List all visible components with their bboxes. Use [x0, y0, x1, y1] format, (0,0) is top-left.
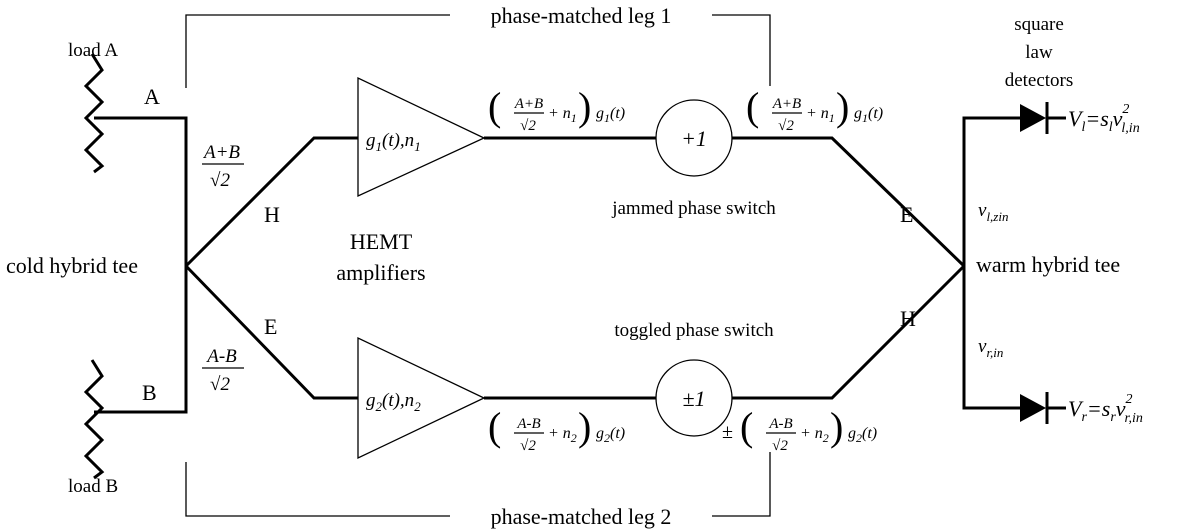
- warm-lower-arm-label: H: [900, 306, 916, 331]
- svg-text:+ n1: + n1: [806, 105, 835, 125]
- jammed-switch-symbol: +1: [681, 126, 707, 151]
- expr-amp1-output: ( A+B √2 + n1 ) g1(t): [488, 84, 625, 134]
- expr-amp2-output: ( A-B √2 + n2 ) g2(t): [488, 404, 625, 454]
- svg-text:+ n2: + n2: [548, 425, 577, 445]
- detector-l-wire: [962, 116, 1020, 146]
- amplifier-2-label: g2(t),n2: [366, 390, 421, 414]
- cold-tee-label: cold hybrid tee: [6, 253, 138, 278]
- expr-switch1-output: ( A+B √2 + n1 ) g1(t): [746, 84, 883, 134]
- cold-tee-arm-e: [184, 264, 358, 400]
- svg-text:√2: √2: [772, 438, 788, 454]
- leg1-bracket-left: [185, 14, 450, 88]
- svg-text:A+B: A+B: [514, 96, 543, 112]
- diff-fraction: A-B √2: [202, 346, 244, 395]
- detector-r-wire: [962, 406, 1020, 410]
- svg-text:±: ±: [722, 421, 733, 443]
- warm-tee-label: warm hybrid tee: [976, 252, 1120, 277]
- detector-l-diode: [1020, 102, 1049, 134]
- svg-text:A-B: A-B: [516, 416, 540, 432]
- v-l-zin-label: vl,zin: [978, 200, 1008, 224]
- svg-text:A-B: A-B: [768, 416, 792, 432]
- svg-text:+ n2: + n2: [800, 425, 829, 445]
- v-r-in-label: vr,in: [978, 336, 1003, 360]
- svg-text:√2: √2: [210, 374, 230, 395]
- svg-text:A-B: A-B: [205, 346, 237, 367]
- port-b-wire: [94, 296, 188, 414]
- svg-text:(: (: [740, 404, 753, 449]
- toggled-switch-label: toggled phase switch: [614, 320, 774, 341]
- detectors-label-1: square: [1014, 14, 1064, 35]
- amplifier-1-triangle: [357, 76, 486, 198]
- svg-text:): ): [836, 84, 849, 129]
- leg2-label: phase-matched leg 2: [491, 504, 672, 529]
- detector-r-diode: [1020, 392, 1049, 424]
- wire-switch1-warm: [732, 136, 966, 268]
- warm-upper-arm-label: E: [900, 202, 913, 227]
- svg-text:): ): [578, 404, 591, 449]
- svg-text:(: (: [488, 404, 501, 449]
- svg-text:+ n1: + n1: [548, 105, 577, 125]
- amplifier-1-label: g1(t),n1: [366, 130, 421, 154]
- svg-text:g2(t): g2(t): [596, 425, 625, 445]
- svg-text:g2(t): g2(t): [848, 425, 877, 445]
- svg-text:√2: √2: [210, 170, 230, 191]
- svg-text:A+B: A+B: [772, 96, 801, 112]
- svg-text:√2: √2: [778, 118, 794, 134]
- cold-tee-arm-h: [184, 136, 358, 268]
- svg-text:g1(t): g1(t): [596, 105, 625, 125]
- svg-text:√2: √2: [520, 438, 536, 454]
- amplifier-group-label-2: amplifiers: [336, 260, 425, 285]
- cold-upper-arm-label: H: [264, 202, 280, 227]
- leg1-bracket-right: [712, 14, 771, 86]
- load-a-label: load A: [68, 40, 118, 61]
- svg-text:A+B: A+B: [202, 142, 240, 163]
- svg-text:): ): [830, 404, 843, 449]
- amplifier-2-triangle: [357, 336, 486, 460]
- port-a-wire: [94, 116, 188, 236]
- port-b-label: B: [142, 380, 157, 405]
- detectors-label-3: detectors: [1005, 70, 1074, 91]
- toggled-switch-symbol: ±1: [682, 386, 705, 411]
- svg-text:(: (: [488, 84, 501, 129]
- load-a-resistor: [83, 53, 105, 174]
- leg2-bracket-left: [185, 462, 450, 517]
- amplifier-group-label-1: HEMT: [350, 229, 413, 254]
- wire-switch2-warm: [732, 264, 966, 400]
- cold-lower-arm-label: E: [264, 314, 277, 339]
- svg-text:g1(t): g1(t): [854, 105, 883, 125]
- detectors-label-2: law: [1025, 42, 1053, 63]
- svg-text:(: (: [746, 84, 759, 129]
- expr-switch2-output: ± ( A-B √2 + n2 ) g2(t): [722, 404, 877, 454]
- svg-text:): ): [578, 84, 591, 129]
- load-b-resistor: [83, 359, 105, 480]
- svg-text:√2: √2: [520, 118, 536, 134]
- port-a-label: A: [144, 84, 160, 109]
- sum-fraction: A+B √2: [202, 142, 244, 191]
- jammed-switch-label: jammed phase switch: [611, 198, 776, 219]
- leg2-bracket-right: [712, 452, 771, 517]
- leg1-label: phase-matched leg 1: [491, 3, 672, 28]
- load-b-label: load B: [68, 476, 118, 497]
